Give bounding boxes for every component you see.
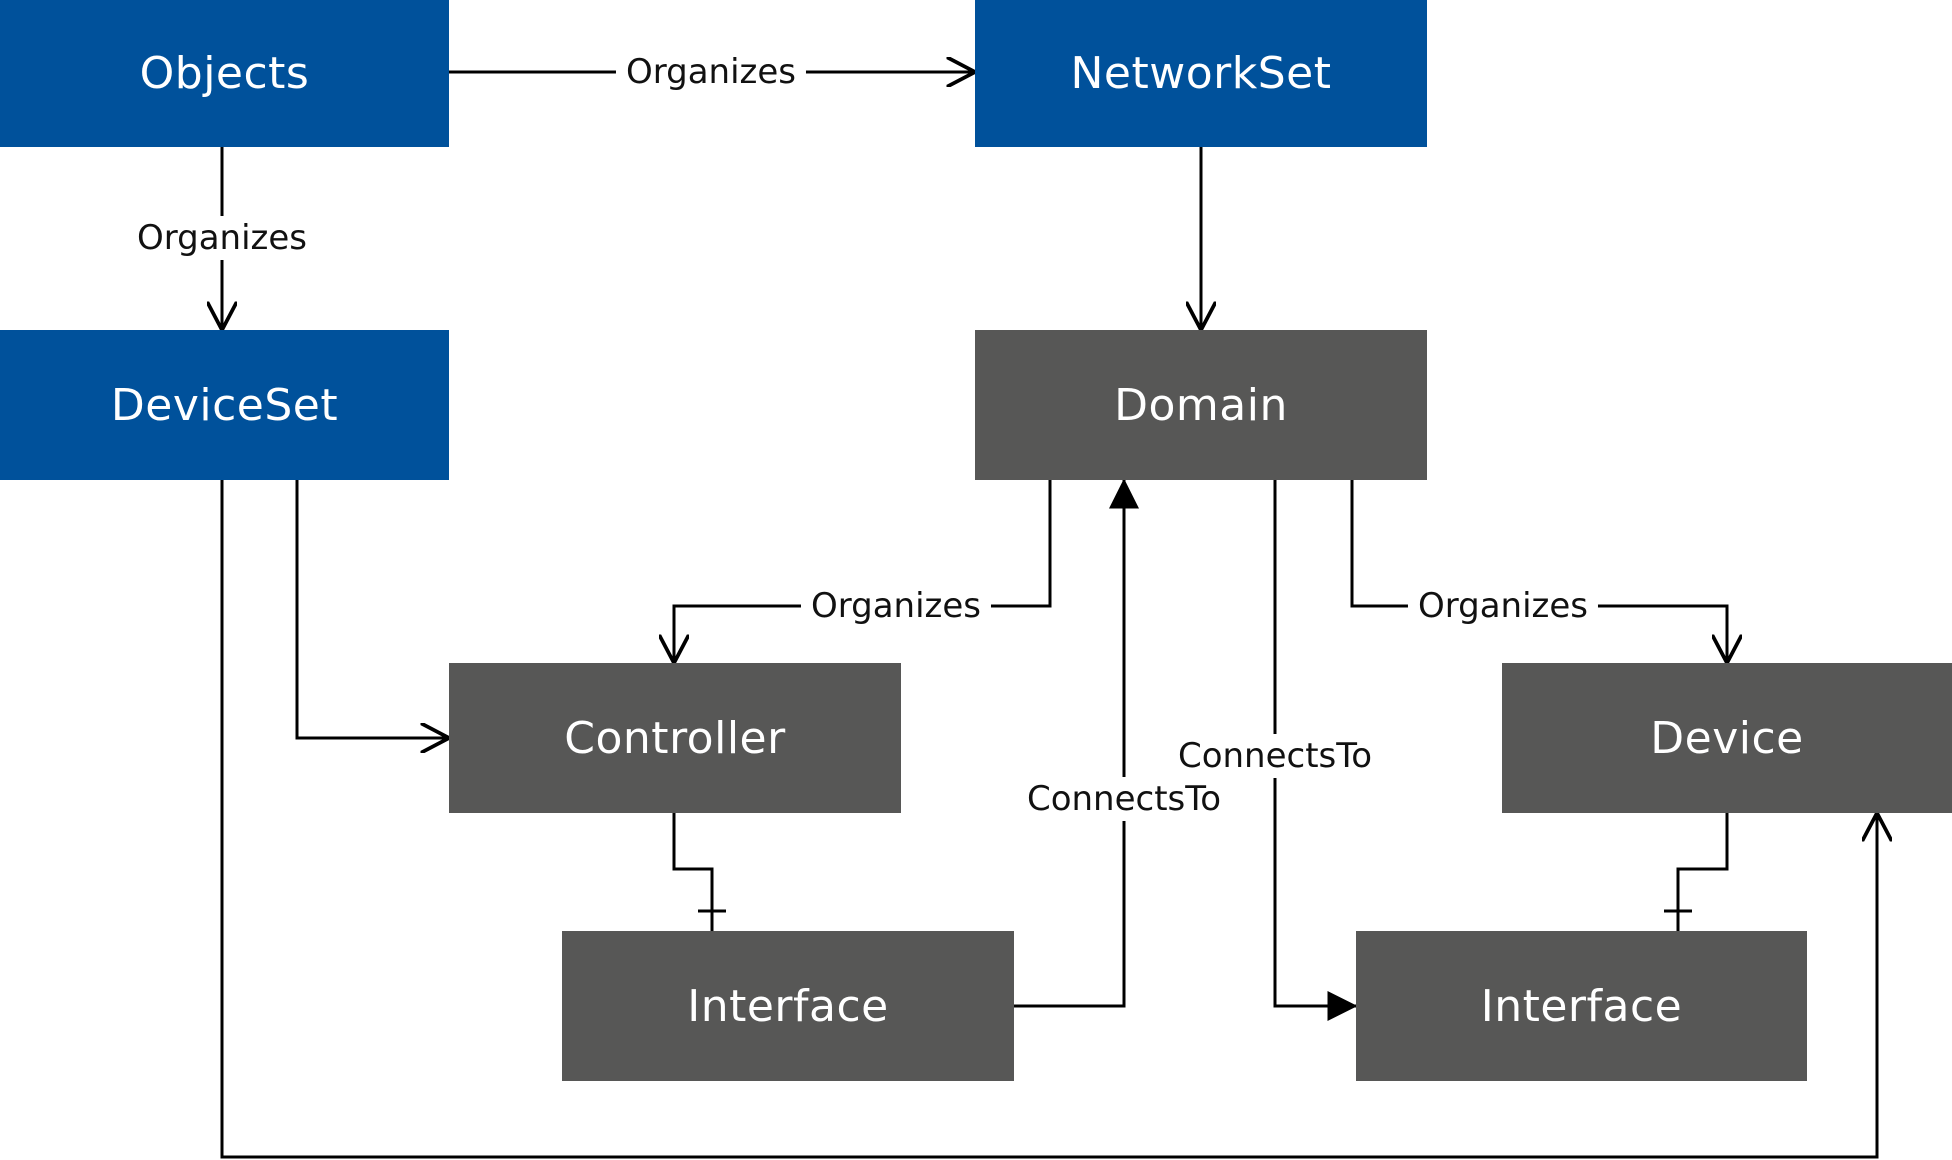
node-domain-label: Domain	[1114, 379, 1288, 431]
edge-domain-interface-right	[1260, 451, 1358, 1021]
edge-label-interface-left-connects: ConnectsTo	[1016, 777, 1232, 821]
node-networkset-label: NetworkSet	[1070, 48, 1332, 99]
node-controller: Controller	[449, 663, 901, 813]
node-domain: Domain	[975, 330, 1427, 480]
node-deviceset-label: DeviceSet	[110, 379, 339, 431]
node-deviceset: DeviceSet	[0, 330, 449, 480]
node-objects-label: Objects	[139, 48, 310, 99]
edge-label-interface-right-connects: ConnectsTo	[1167, 734, 1383, 778]
edge-deviceset-device	[220, 480, 1877, 1159]
node-device-label: Device	[1650, 712, 1804, 764]
node-objects: Objects	[0, 0, 449, 147]
node-device: Device	[1502, 663, 1952, 813]
edge-label-objects-deviceset: Organizes	[126, 216, 318, 260]
edge-label-domain-device: Organizes	[1407, 584, 1599, 628]
edge-label-objects-networkset: Organizes	[615, 50, 807, 94]
edge-label-domain-controller: Organizes	[800, 584, 992, 628]
node-interface-left: Interface	[562, 931, 1014, 1081]
node-interface-left-label: Interface	[687, 980, 889, 1032]
edge-controller-interface	[672, 813, 714, 931]
node-interface-right: Interface	[1356, 931, 1807, 1081]
edge-deviceset-controller	[295, 480, 449, 738]
node-controller-label: Controller	[564, 712, 786, 764]
edge-interface-left-domain	[985, 478, 1139, 1021]
node-networkset: NetworkSet	[975, 0, 1427, 147]
edge-domain-controller	[674, 480, 1052, 663]
node-interface-right-label: Interface	[1480, 980, 1683, 1032]
edge-device-interface	[1676, 813, 1729, 931]
edge-domain-device	[1350, 480, 1727, 663]
